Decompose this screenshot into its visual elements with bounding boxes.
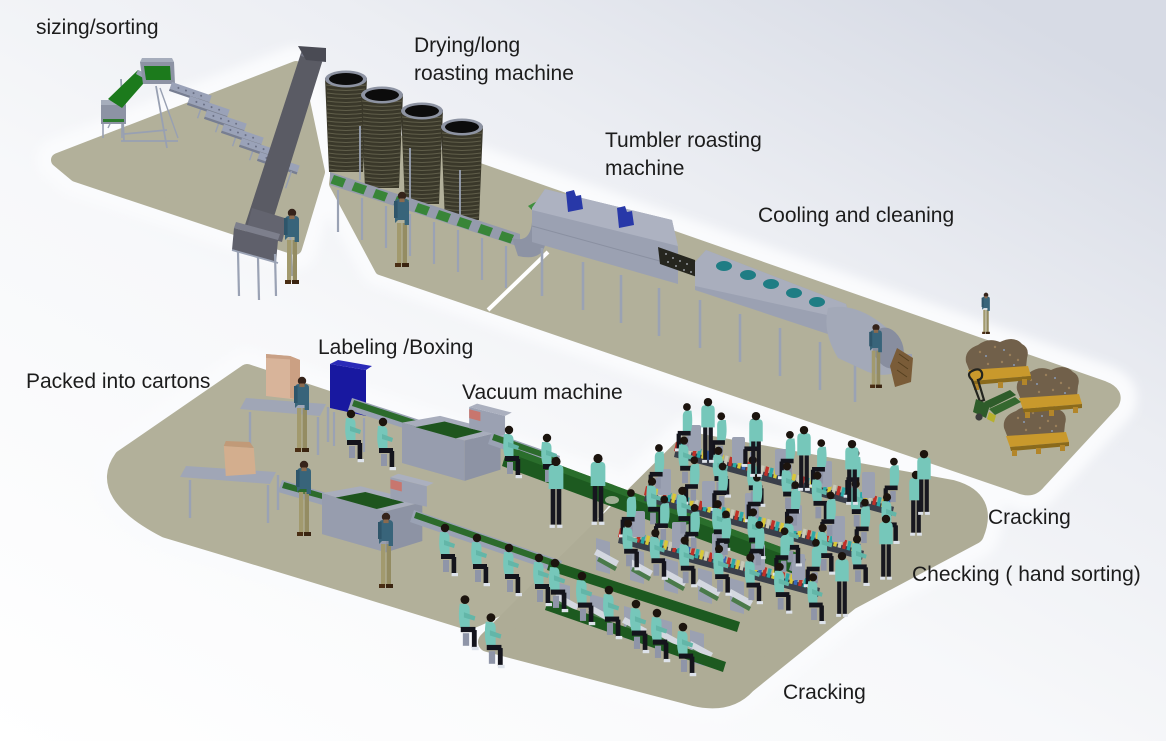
svg-text:machine: machine <box>605 157 684 180</box>
svg-text:Drying/long: Drying/long <box>414 34 520 57</box>
svg-text:roasting machine: roasting machine <box>414 62 574 85</box>
svg-text:Vacuum machine: Vacuum machine <box>462 381 623 404</box>
svg-text:Cracking: Cracking <box>988 506 1071 529</box>
svg-text:Cooling and cleaning: Cooling and cleaning <box>758 204 954 227</box>
svg-text:sizing/sorting: sizing/sorting <box>36 16 159 39</box>
svg-text:Labeling /Boxing: Labeling /Boxing <box>318 336 473 359</box>
svg-text:Tumbler roasting: Tumbler roasting <box>605 129 762 152</box>
svg-text:Packed into cartons: Packed into cartons <box>26 370 210 393</box>
svg-text:Checking ( hand sorting): Checking ( hand sorting) <box>912 563 1141 586</box>
svg-text:Cracking: Cracking <box>783 681 866 704</box>
